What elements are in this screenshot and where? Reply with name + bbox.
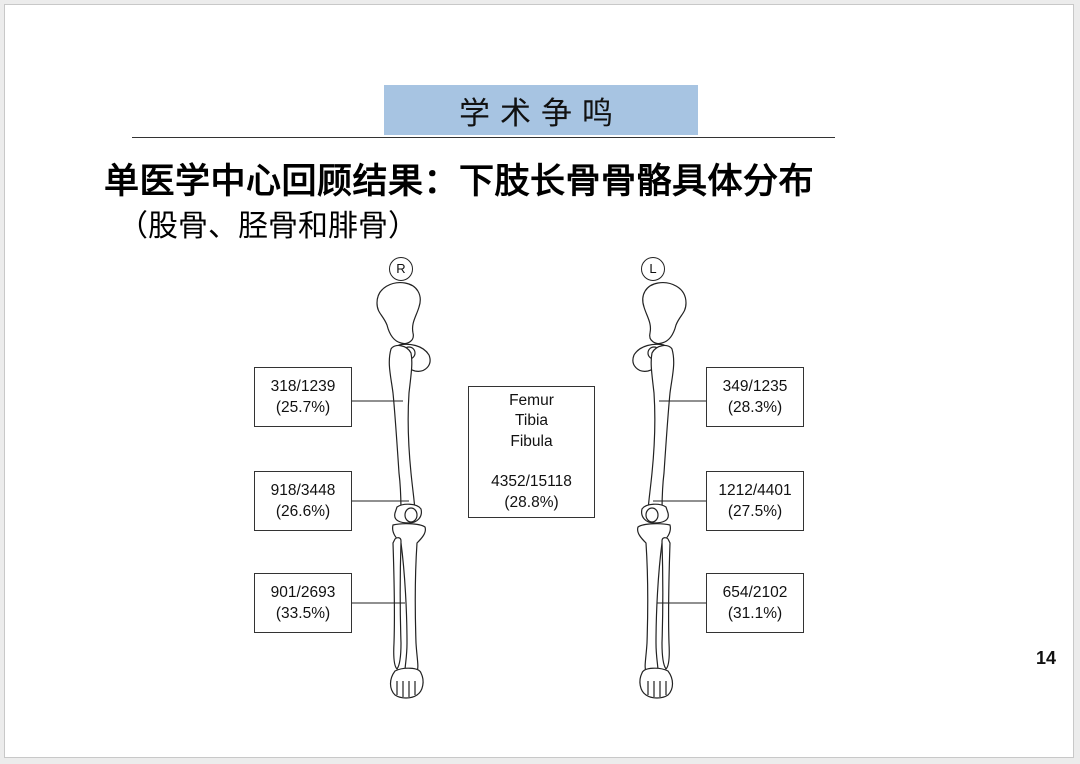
total-percent: (28.8%)	[504, 493, 559, 511]
total-count: 4352/15118	[491, 473, 572, 491]
right-fibula-count: 901/2693	[270, 584, 336, 601]
leg-skeleton-diagram	[352, 282, 706, 699]
slide: 学术争鸣 单医学中心回顾结果：下肢长骨骨骼具体分布 （股骨、胫骨和腓骨）	[4, 4, 1074, 758]
right-leg-skeleton	[376, 282, 431, 699]
right-femur-count: 318/1239	[270, 378, 336, 395]
left-fibula-count: 654/2102	[722, 584, 788, 601]
right-fibula-box: 901/2693 (33.5%)	[254, 573, 352, 633]
left-fibula-percent: (31.1%)	[727, 605, 783, 622]
slide-title: 单医学中心回顾结果：下肢长骨骨骼具体分布	[104, 162, 815, 202]
right-femur-box: 318/1239 (25.7%)	[254, 367, 352, 427]
total-bone-fibula: Fibula	[510, 432, 553, 450]
left-femur-box: 349/1235 (28.3%)	[706, 367, 804, 427]
left-femur-percent: (28.3%)	[727, 399, 783, 416]
left-tibia-box: 1212/4401 (27.5%)	[706, 471, 804, 531]
right-side-badge: R	[389, 257, 413, 281]
total-summary-box: Femur Tibia Fibula 4352/15118 (28.8%)	[468, 386, 595, 518]
total-bone-tibia: Tibia	[514, 412, 549, 430]
left-side-badge: L	[641, 257, 665, 281]
left-leg-skeleton	[632, 282, 687, 699]
right-tibia-percent: (26.6%)	[275, 503, 331, 520]
right-fibula-percent: (33.5%)	[275, 605, 331, 622]
left-tibia-percent: (27.5%)	[727, 503, 783, 520]
left-fibula-box: 654/2102 (31.1%)	[706, 573, 804, 633]
title-divider	[132, 137, 835, 138]
total-bone-femur: Femur	[509, 391, 554, 409]
right-tibia-count: 918/3448	[270, 482, 336, 499]
right-femur-percent: (25.7%)	[275, 399, 331, 416]
left-tibia-count: 1212/4401	[718, 482, 792, 499]
section-banner: 学术争鸣	[384, 85, 698, 135]
page-number: 14	[1036, 648, 1057, 668]
left-femur-count: 349/1235	[722, 378, 788, 395]
slide-subtitle: （股骨、胫骨和腓骨）	[118, 209, 418, 244]
right-tibia-box: 918/3448 (26.6%)	[254, 471, 352, 531]
